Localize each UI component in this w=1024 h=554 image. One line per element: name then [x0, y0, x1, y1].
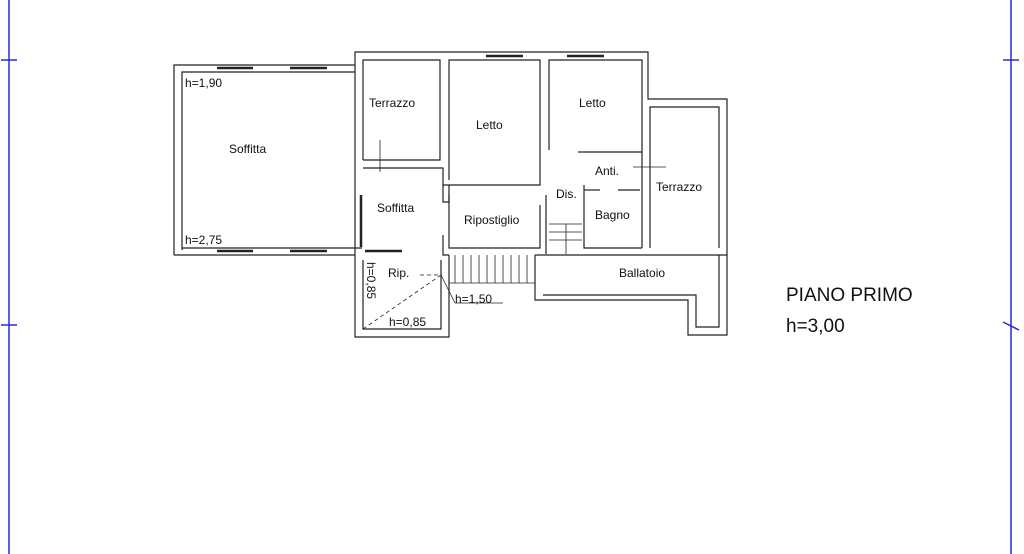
height-rip-horizontal: h=0,85: [389, 315, 427, 329]
room-ripostiglio: Ripostiglio: [464, 213, 520, 227]
room-ballatoio: Ballatoio: [619, 266, 666, 280]
room-anti: Anti.: [595, 164, 620, 178]
room-bagno: Bagno: [595, 208, 630, 222]
plan-height: h=3,00: [786, 316, 845, 337]
room-rip: Rip.: [388, 266, 410, 280]
height-rip-vertical: h=0,85: [364, 262, 378, 300]
room-dis: Dis.: [556, 187, 577, 201]
room-terrazzo-left: Terrazzo: [369, 96, 416, 110]
room-terrazzo-right: Terrazzo: [656, 180, 703, 194]
room-soffitta: Soffitta: [229, 142, 267, 156]
room-letto-1: Letto: [476, 118, 503, 132]
height-soffitta-bottom: h=2,75: [185, 233, 223, 247]
plan-title: PIANO PRIMO: [786, 285, 913, 306]
walls: [173, 51, 728, 338]
height-stairs: h=1,50: [455, 292, 493, 306]
windows: [217, 54, 604, 253]
height-soffitta-top: h=1,90: [185, 76, 223, 90]
room-soffitta-small: Soffitta: [377, 201, 415, 215]
room-letto-2: Letto: [579, 96, 606, 110]
